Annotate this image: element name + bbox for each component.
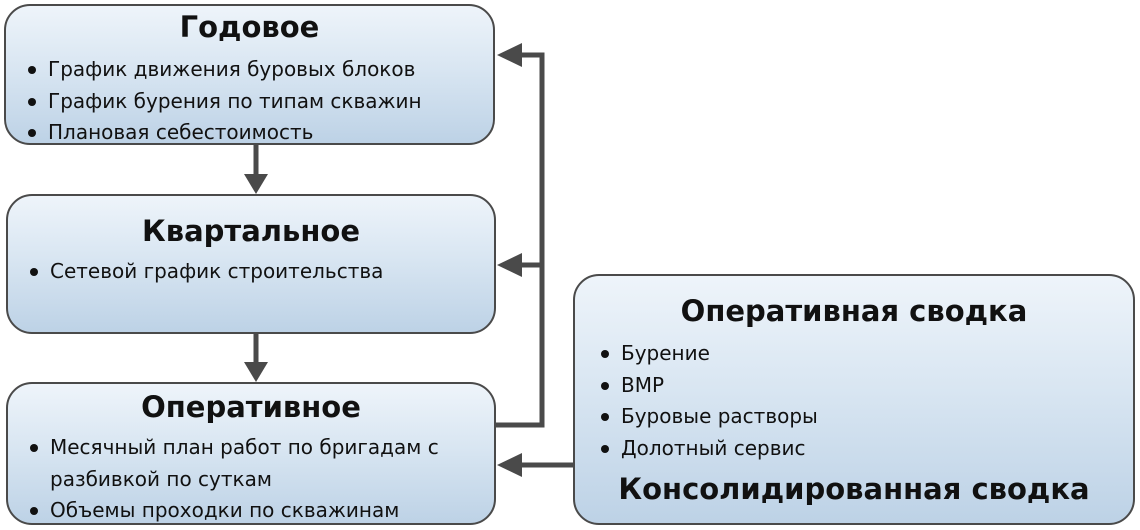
list-item: Бурение	[599, 338, 818, 370]
operational-list: Месячный план работ по бригадам с разбив…	[28, 432, 439, 527]
list-item: Сетевой график строительства	[28, 256, 383, 288]
annual-box: Годовое График движения буровых блоков Г…	[4, 4, 495, 145]
summary-subtitle: Консолидированная сводка	[618, 472, 1090, 506]
connector-feedback-loop	[496, 52, 545, 428]
summary-list: Бурение ВМР Буровые растворы Долотный се…	[599, 338, 818, 464]
operational-title: Оперативное	[141, 390, 361, 424]
summary-box: Оперативная сводка Бурение ВМР Буровые р…	[573, 274, 1135, 525]
list-item: График движения буровых блоков	[26, 54, 422, 86]
annual-list: График движения буровых блоков График бу…	[26, 54, 422, 149]
quarterly-list: Сетевой график строительства	[28, 256, 383, 288]
list-item: разбивкой по суткам	[50, 466, 272, 491]
quarterly-box: Квартальное Сетевой график строительства	[6, 194, 496, 334]
list-item: Объемы проходки по скважинам	[28, 495, 439, 527]
list-item: График бурения по типам скважин	[26, 86, 422, 118]
summary-title: Оперативная сводка	[680, 294, 1028, 328]
annual-title: Годовое	[179, 10, 320, 44]
arrowhead-down	[244, 362, 268, 382]
arrowhead-left	[497, 43, 522, 67]
list-item: Долотный сервис	[599, 433, 818, 465]
list-item: Плановая себестоимость	[26, 117, 422, 149]
arrowhead-down	[244, 174, 268, 194]
list-item: Буровые растворы	[599, 401, 818, 433]
list-item: ВМР	[599, 370, 818, 402]
list-item: Месячный план работ по бригадам с	[28, 432, 439, 464]
arrowhead-left	[497, 253, 522, 277]
operational-box: Оперативное Месячный план работ по брига…	[6, 382, 496, 525]
quarterly-title: Квартальное	[142, 214, 360, 248]
arrowhead-left	[497, 453, 522, 477]
